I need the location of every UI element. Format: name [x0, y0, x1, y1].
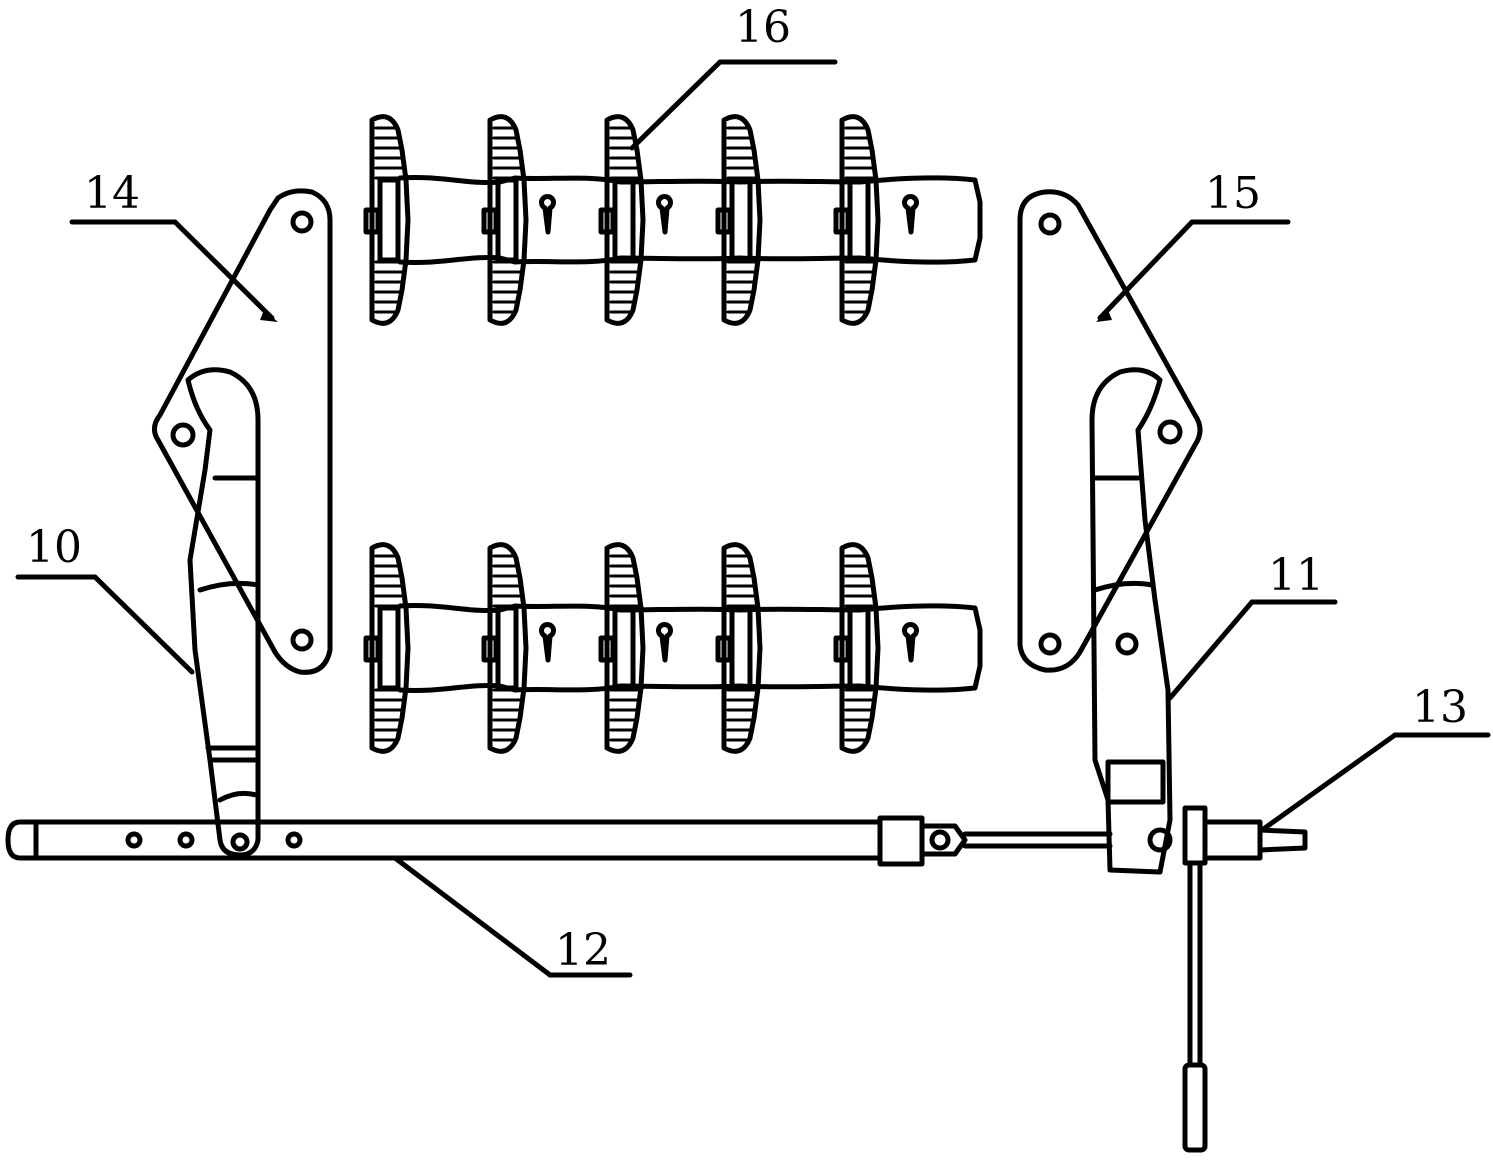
left-link-plate — [152, 188, 333, 675]
label-11: 11 — [1268, 550, 1324, 601]
label-14: 14 — [84, 168, 140, 219]
leader-lines — [15, 59, 1491, 978]
label-13: 13 — [1412, 682, 1468, 733]
label-15: 15 — [1205, 168, 1261, 219]
right-crank-arm — [1089, 367, 1173, 875]
lower-insulator-string — [366, 545, 980, 752]
upper-insulator-string — [366, 117, 980, 324]
left-crank-arm — [185, 367, 261, 858]
label-12: 12 — [555, 925, 611, 976]
label-16: 16 — [735, 2, 791, 53]
right-link-plate — [1017, 189, 1203, 673]
label-10: 10 — [26, 522, 82, 573]
push-rod — [5, 815, 1113, 867]
operating-handle — [1182, 805, 1308, 1153]
